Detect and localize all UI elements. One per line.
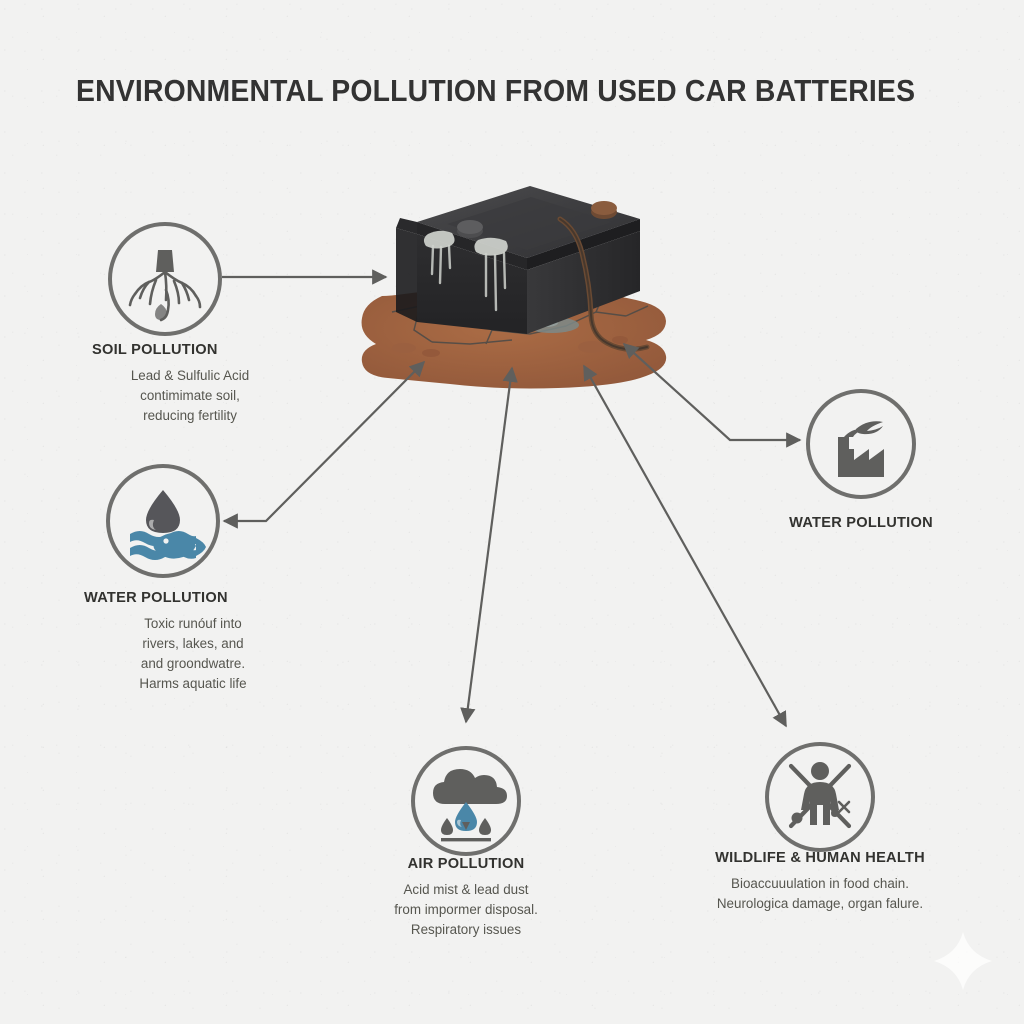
wildlife-icon-ring[interactable] xyxy=(765,742,875,852)
soil-description: Lead & Sulfulic Acid contimimate soil, r… xyxy=(130,368,250,423)
air-label-block: AIR POLLUTION Acid mist & lead dust from… xyxy=(356,856,576,940)
water-right-title: WATER POLLUTION xyxy=(789,515,933,531)
soil-title: SOIL POLLUTION xyxy=(92,342,218,358)
wildlife-description: Bioaccuuulation in food chain. Neurologi… xyxy=(716,876,924,911)
page-title: ENVIRONMENTAL POLLUTION FROM USED CAR BA… xyxy=(76,74,916,108)
arrow-battery-to-factory xyxy=(622,342,802,448)
arrow-battery-to-air xyxy=(460,366,518,724)
crossed-out-person-icon xyxy=(788,762,852,829)
car-battery xyxy=(396,186,650,352)
water-icon-ring[interactable] xyxy=(106,464,220,578)
air-title: AIR POLLUTION xyxy=(407,856,525,872)
water-right-label-block: WATER POLLUTION xyxy=(755,515,967,531)
water-left-title: WATER POLLUTION xyxy=(84,590,228,606)
wildlife-label-block: WILDLIFE & HUMAN HEALTH Bioaccuuulation … xyxy=(670,850,970,914)
factory-smoke-icon xyxy=(838,421,884,477)
wildlife-title: WILDLIFE & HUMAN HEALTH xyxy=(715,850,925,866)
air-description: Acid mist & lead dust from impormer disp… xyxy=(394,882,538,937)
factory-icon-ring[interactable] xyxy=(806,389,916,499)
rain-cloud-icon xyxy=(433,769,507,842)
arrow-battery-to-wildlife xyxy=(583,364,787,728)
water-left-description: Toxic runóuf into rivers, lakes, and and… xyxy=(139,616,247,691)
terminal-corrosion xyxy=(423,230,508,256)
soil-icon-ring[interactable] xyxy=(108,222,222,336)
arrow-battery-to-water xyxy=(222,360,426,529)
tree-roots-icon xyxy=(128,250,202,322)
water-left-label-block: WATER POLLUTION Toxic runóuf into rivers… xyxy=(84,590,344,694)
soil-label-block: SOIL POLLUTION Lead & Sulfulic Acid cont… xyxy=(92,342,342,426)
air-icon-ring[interactable] xyxy=(411,746,521,856)
water-drop-fish-icon xyxy=(130,490,206,560)
sparkle-watermark xyxy=(934,932,992,990)
